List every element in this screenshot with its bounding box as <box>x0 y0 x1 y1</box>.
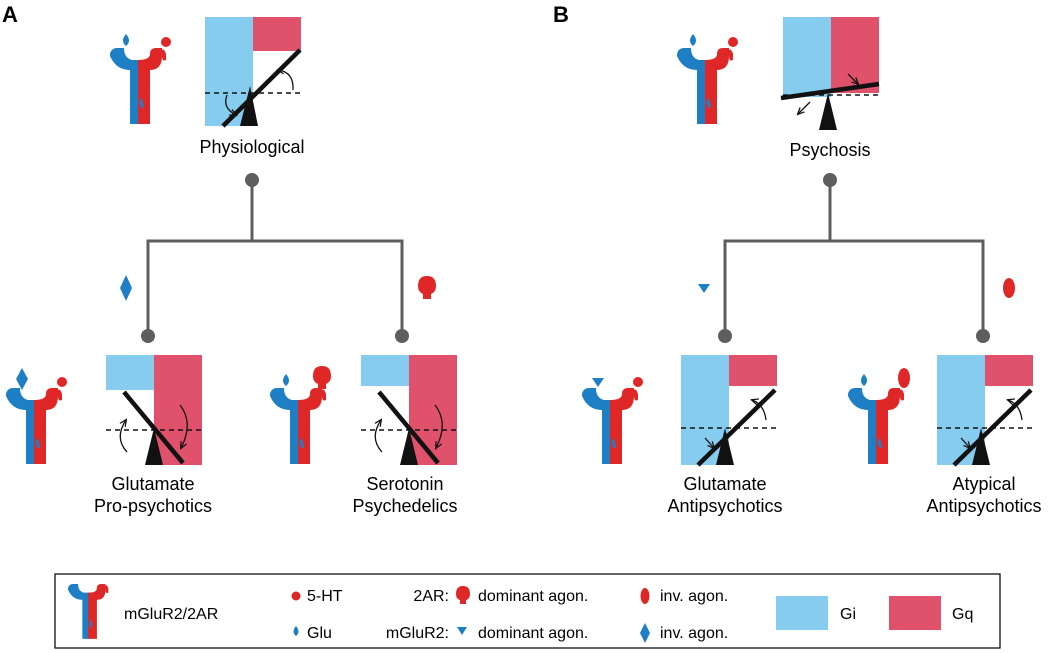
blue-triangle-icon <box>698 284 710 293</box>
balance-physiological <box>205 17 302 128</box>
panel-b-letter: B <box>553 2 569 27</box>
label-pro-psychotics: Pro-psychotics <box>94 496 212 516</box>
red-blob-icon <box>313 366 331 389</box>
red-blob-icon <box>456 586 470 604</box>
panel-b: B Psychosis <box>553 2 1042 516</box>
blue-triangle-icon <box>592 378 604 387</box>
red-dot-icon <box>161 37 171 47</box>
legend-serotonin: 5-HT <box>307 588 343 605</box>
receptor-dimer-icon <box>582 377 643 464</box>
blue-triangle-icon <box>457 627 467 635</box>
legend: mGluR2/2AR 5-HT Glu 2AR: dominant agon. … <box>54 573 1001 649</box>
node-b-right <box>976 329 990 343</box>
legend-mglur2-dominant: dominant agon. <box>478 625 588 642</box>
red-ellipse-icon <box>898 368 910 388</box>
legend-2ar-prefix: 2AR: <box>413 588 449 605</box>
label-atypical: Atypical <box>952 474 1015 494</box>
blue-diamond-icon <box>120 275 132 301</box>
legend-mglur2-prefix: mGluR2: <box>386 625 449 642</box>
legend-receptor: mGluR2/2AR <box>124 606 218 623</box>
red-ellipse-icon <box>640 588 650 604</box>
legend-2ar-inverse: inv. agon. <box>660 588 728 605</box>
node-b-left <box>718 329 732 343</box>
balance-glutamate-antipsychotics <box>681 355 777 467</box>
label-glutamate-b: Glutamate <box>683 474 766 494</box>
blue-drop-icon <box>293 626 299 636</box>
red-blob-icon <box>418 276 436 299</box>
legend-gq: Gq <box>952 606 973 623</box>
label-physiological: Physiological <box>199 137 304 157</box>
legend-gq-swatch <box>889 596 941 630</box>
blue-drop-icon <box>861 374 867 386</box>
receptor-dimer-icon <box>110 34 171 124</box>
panel-a-letter: A <box>2 2 18 27</box>
legend-gi: Gi <box>840 606 856 623</box>
red-dot-icon <box>57 377 67 387</box>
balance-psychedelics <box>361 355 457 465</box>
legend-mglur2-inverse: inv. agon. <box>660 625 728 642</box>
label-antipsychotics-b2: Antipsychotics <box>926 496 1041 516</box>
blue-diamond-icon <box>640 623 650 643</box>
label-antipsychotics-b: Antipsychotics <box>667 496 782 516</box>
tree-b <box>723 180 985 336</box>
receptor-dimer-icon <box>848 368 910 464</box>
legend-glutamate: Glu <box>307 625 332 642</box>
blue-drop-icon <box>690 34 696 46</box>
receptor-dimer-icon <box>270 366 331 464</box>
red-dot-icon <box>728 37 738 47</box>
node-a-right <box>395 329 409 343</box>
red-dot-icon <box>633 377 643 387</box>
label-glutamate: Glutamate <box>111 474 194 494</box>
receptor-dimer-icon <box>6 368 67 464</box>
panel-a: A Physiological <box>2 2 458 516</box>
node-b-top <box>823 173 837 187</box>
label-psychosis: Psychosis <box>789 140 870 160</box>
blue-drop-icon <box>283 374 289 386</box>
balance-psychosis <box>780 17 880 130</box>
node-a-left <box>141 329 155 343</box>
blue-diamond-icon <box>16 368 28 390</box>
legend-gi-swatch <box>776 596 828 630</box>
tree-a <box>146 180 404 336</box>
red-ellipse-icon <box>1003 278 1015 298</box>
balance-atypical-antipsychotics <box>937 355 1033 467</box>
receptor-dimer-icon <box>677 34 738 124</box>
label-serotonin: Serotonin <box>366 474 443 494</box>
balance-pro-psychotics <box>106 355 202 465</box>
label-psychedelics: Psychedelics <box>352 496 457 516</box>
node-a-top <box>245 173 259 187</box>
legend-2ar-dominant: dominant agon. <box>478 588 588 605</box>
blue-drop-icon <box>123 34 129 46</box>
red-dot-icon <box>291 591 301 601</box>
